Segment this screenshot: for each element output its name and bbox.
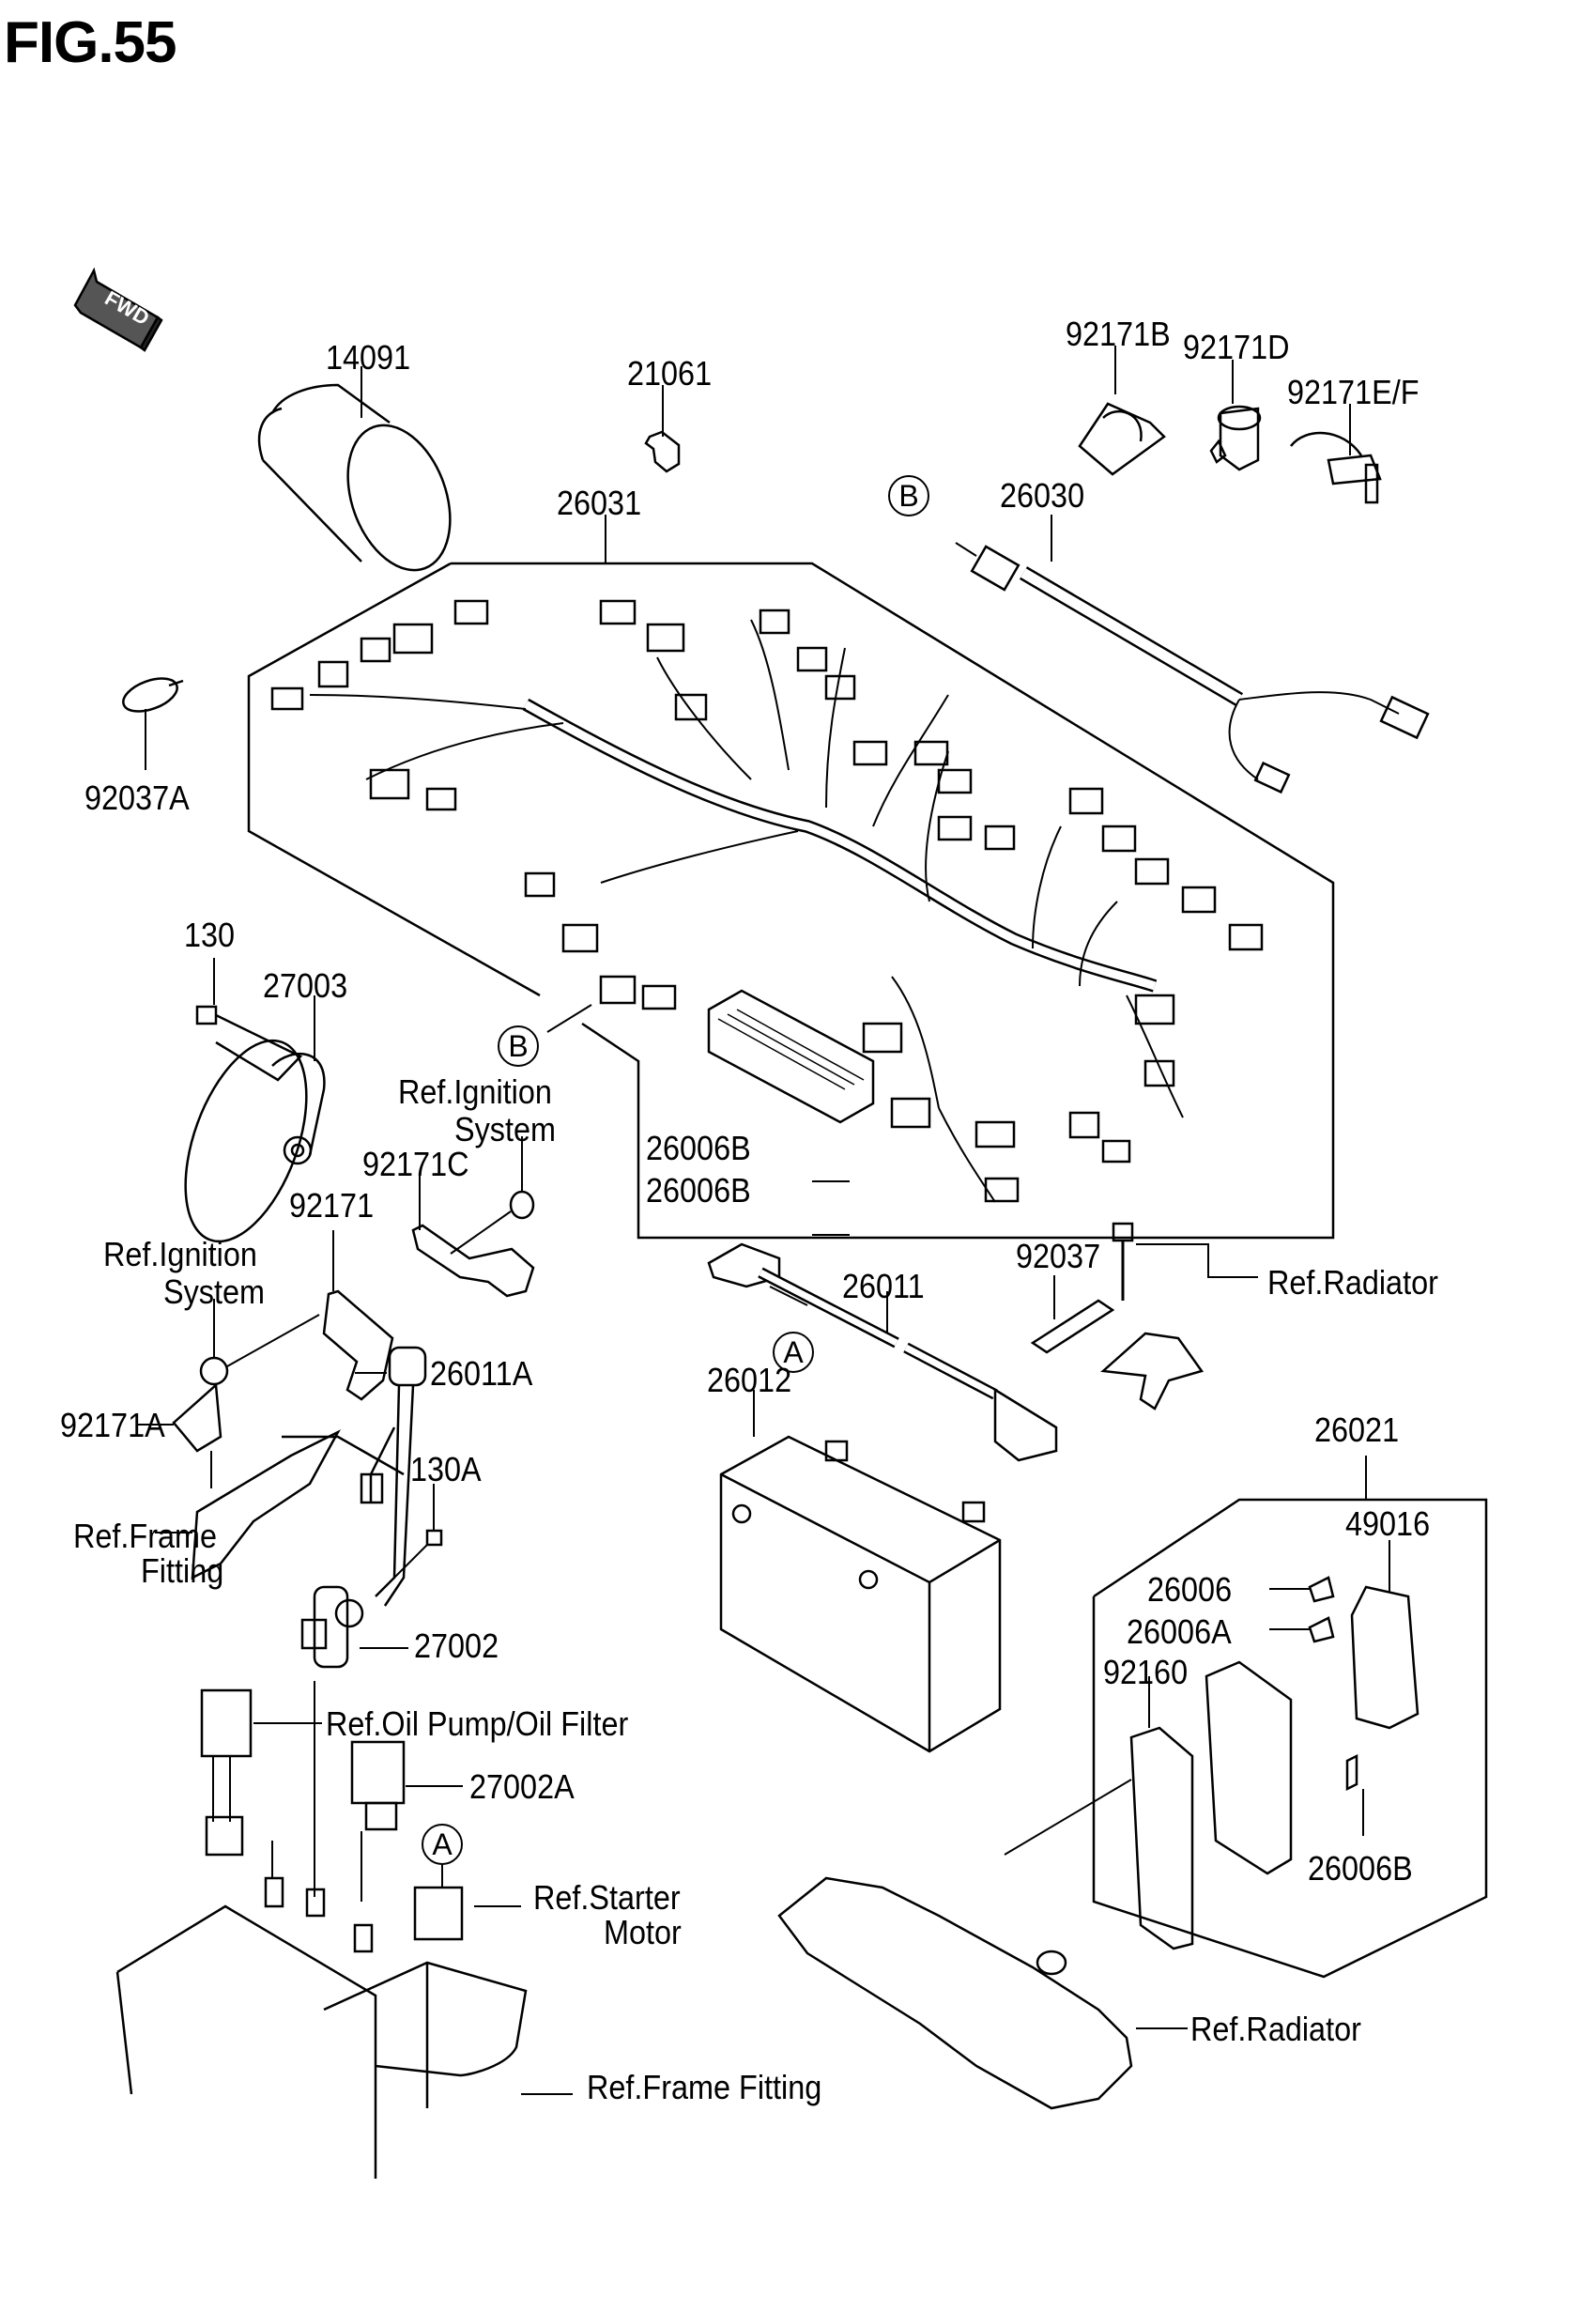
callout-a-cable[interactable]: A bbox=[773, 1332, 814, 1373]
part-label-27002[interactable]: 27002 bbox=[414, 1626, 499, 1665]
ref-ignition-system-label-2[interactable]: Ref.Ignition bbox=[103, 1235, 257, 1273]
callout-b-subharness[interactable]: B bbox=[888, 475, 929, 516]
part-26030-drawing bbox=[956, 515, 1428, 792]
bracket-92171C-drawing bbox=[413, 1136, 533, 1296]
part-label-27003[interactable]: 27003 bbox=[263, 966, 348, 1005]
part-label-49016[interactable]: 49016 bbox=[1345, 1504, 1431, 1543]
part-label-26011A[interactable]: 26011A bbox=[430, 1354, 533, 1393]
relay-drawings bbox=[202, 1690, 521, 1939]
ref-ignition-system-label-2b[interactable]: System bbox=[163, 1272, 266, 1311]
part-92037A-drawing bbox=[119, 672, 183, 770]
part-label-26006B-harness-2[interactable]: 26006B bbox=[646, 1171, 751, 1210]
switch-27002-drawing bbox=[302, 1587, 408, 1897]
radiator-reservoir-drawing bbox=[779, 1878, 1188, 2108]
ref-ignition-system-label-1b[interactable]: System bbox=[454, 1110, 557, 1148]
part-label-92037[interactable]: 92037 bbox=[1016, 1237, 1101, 1275]
part-label-26012[interactable]: 26012 bbox=[707, 1361, 792, 1399]
bracket-radiator-drawing bbox=[1033, 1224, 1258, 1409]
part-label-92037A[interactable]: 92037A bbox=[84, 778, 190, 817]
frame-fitting-top-drawing bbox=[137, 1385, 404, 1578]
part-label-26006A[interactable]: 26006A bbox=[1127, 1612, 1232, 1651]
part-label-130A[interactable]: 130A bbox=[410, 1450, 482, 1488]
part-label-130[interactable]: 130 bbox=[184, 916, 236, 954]
part-label-92171C[interactable]: 92171C bbox=[362, 1145, 469, 1183]
ref-frame-fitting-label-b[interactable]: Fitting bbox=[141, 1551, 224, 1590]
ref-oil-pump-label[interactable]: Ref.Oil Pump/Oil Filter bbox=[326, 1704, 629, 1743]
part-label-92160[interactable]: 92160 bbox=[1103, 1653, 1189, 1691]
main-harness-outline bbox=[249, 515, 1333, 1238]
part-label-26031[interactable]: 26031 bbox=[557, 484, 642, 522]
ref-radiator-label-top[interactable]: Ref.Radiator bbox=[1267, 1263, 1438, 1302]
horn-drawing bbox=[161, 958, 330, 1257]
part-21061-drawing bbox=[646, 385, 679, 471]
figure-title: FIG.55 bbox=[4, 10, 177, 75]
part-14091-drawing bbox=[259, 366, 468, 584]
fusebox-outline bbox=[1005, 1456, 1486, 1977]
part-label-26011[interactable]: 26011 bbox=[842, 1267, 925, 1305]
battery-case-drawing bbox=[117, 1878, 573, 2179]
part-label-92171EF[interactable]: 92171E/F bbox=[1287, 373, 1420, 411]
clip-drawings bbox=[1080, 346, 1380, 502]
part-label-26006B-fusebox[interactable]: 26006B bbox=[1308, 1849, 1413, 1888]
ref-starter-motor-label[interactable]: Ref.Starter bbox=[533, 1878, 681, 1917]
part-label-26030[interactable]: 26030 bbox=[1000, 476, 1085, 515]
ref-frame-fitting-label-bottom[interactable]: Ref.Frame Fitting bbox=[587, 2068, 822, 2106]
fwd-arrow-icon: FWD bbox=[75, 270, 161, 350]
part-label-21061[interactable]: 21061 bbox=[627, 354, 713, 393]
ref-radiator-label-bottom[interactable]: Ref.Radiator bbox=[1190, 2010, 1361, 2048]
part-label-26006B-harness-1[interactable]: 26006B bbox=[646, 1129, 751, 1167]
leader-lines bbox=[547, 1005, 850, 1287]
ref-ignition-system-label-1[interactable]: Ref.Ignition bbox=[398, 1072, 552, 1111]
bracket-92171-drawing bbox=[201, 1230, 392, 1399]
battery-drawing bbox=[721, 1390, 1000, 1751]
part-label-26006[interactable]: 26006 bbox=[1147, 1570, 1233, 1609]
part-label-14091[interactable]: 14091 bbox=[326, 338, 411, 377]
part-label-92171A[interactable]: 92171A bbox=[60, 1406, 165, 1444]
callout-a-starter[interactable]: A bbox=[422, 1824, 463, 1865]
part-label-26021[interactable]: 26021 bbox=[1314, 1410, 1400, 1449]
part-label-92171[interactable]: 92171 bbox=[289, 1186, 375, 1225]
part-label-27002A[interactable]: 27002A bbox=[469, 1767, 575, 1806]
cable-26011-drawing bbox=[709, 1244, 1056, 1460]
part-label-92171D[interactable]: 92171D bbox=[1183, 328, 1290, 366]
ref-starter-motor-label-b[interactable]: Motor bbox=[604, 1913, 682, 1951]
part-label-92171B[interactable]: 92171B bbox=[1066, 315, 1171, 353]
cable-26011A-drawing bbox=[336, 1348, 441, 1626]
ref-frame-fitting-label[interactable]: Ref.Frame bbox=[73, 1517, 218, 1555]
callout-b-harness[interactable]: B bbox=[498, 1025, 539, 1067]
